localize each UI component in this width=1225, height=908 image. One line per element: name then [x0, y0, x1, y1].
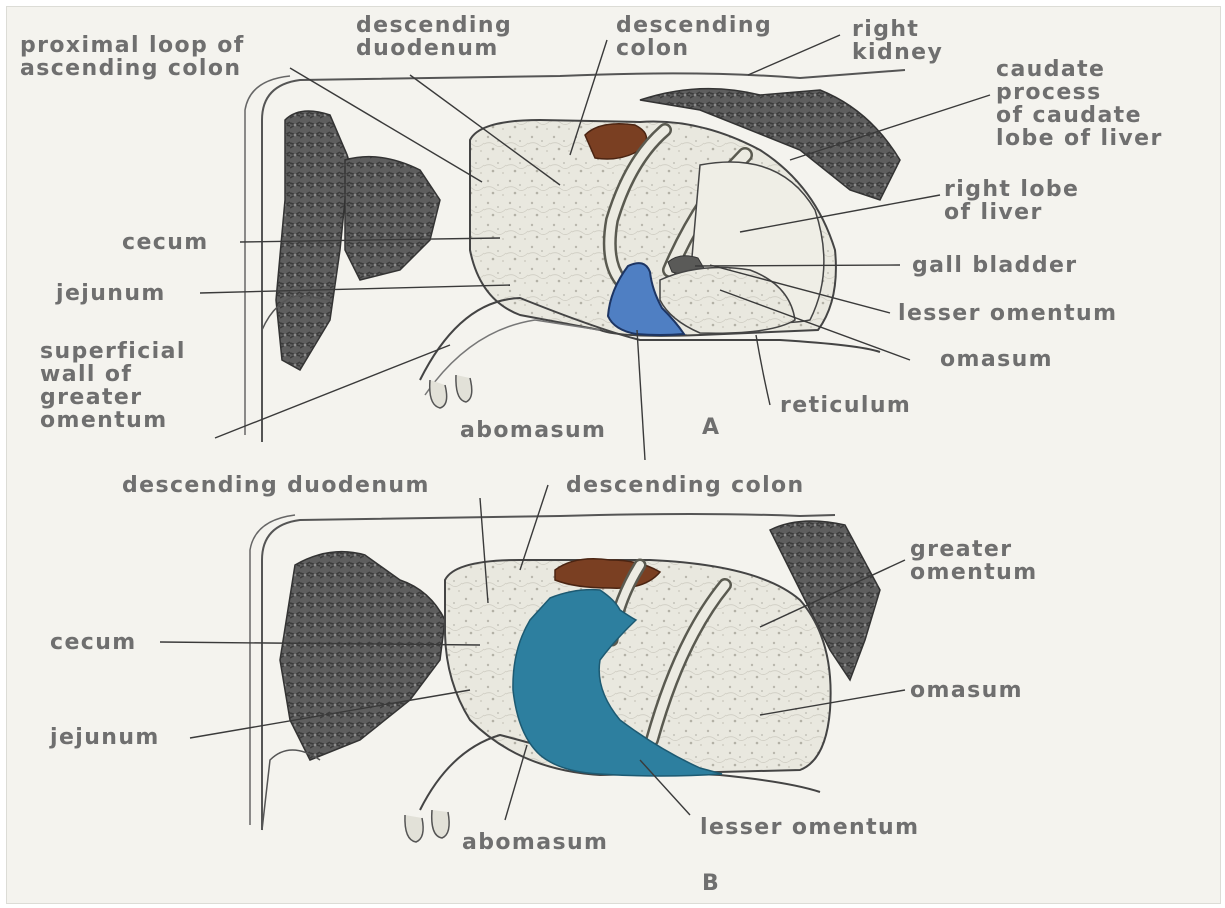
- label-gall-bladder: gall bladder: [912, 254, 1078, 277]
- leader-superficial-wall: [215, 345, 450, 438]
- label-jejunum-a: jejunum: [56, 282, 166, 305]
- label-omasum-a: omasum: [940, 348, 1053, 371]
- label-right-kidney: right kidney: [852, 18, 943, 64]
- muscle-left-b: [280, 552, 445, 760]
- leader-b-abomasum: [505, 745, 527, 820]
- label-descending-colon-a: descending colon: [616, 14, 772, 60]
- label-proximal-loop-ascending-colon: proximal loop of ascending colon: [20, 34, 245, 80]
- label-descending-colon-b: descending colon: [566, 474, 805, 497]
- label-superficial-wall-of-greater-omentum: superficial wall of greater omentum: [40, 340, 186, 432]
- label-omasum-b: omasum: [910, 679, 1023, 702]
- label-lesser-omentum-a: lesser omentum: [898, 302, 1117, 325]
- label-descending-duodenum-b: descending duodenum: [122, 474, 430, 497]
- label-jejunum-b: jejunum: [50, 726, 160, 749]
- label-abomasum-b: abomasum: [462, 831, 608, 854]
- label-cecum-a: cecum: [122, 231, 209, 254]
- label-right-lobe-of-liver: right lobe of liver: [944, 178, 1079, 224]
- label-abomasum-a: abomasum: [460, 419, 606, 442]
- label-descending-duodenum-a: descending duodenum: [356, 14, 512, 60]
- teats-b: [405, 810, 449, 842]
- panel-b-illustration: [250, 514, 880, 842]
- label-caudate-process: caudate process of caudate lobe of liver: [996, 58, 1163, 150]
- label-greater-omentum-b: greater omentum: [910, 538, 1038, 584]
- muscle-left2-a: [345, 157, 440, 280]
- panel-letter-b: B: [702, 872, 720, 895]
- leader-b-descending-colon: [520, 485, 548, 570]
- label-lesser-omentum-b: lesser omentum: [700, 816, 919, 839]
- label-reticulum: reticulum: [780, 394, 911, 417]
- leader-jejunum: [200, 285, 510, 293]
- leader-abomasum: [637, 330, 645, 460]
- label-cecum-b: cecum: [50, 631, 137, 654]
- panel-letter-a: A: [702, 416, 720, 439]
- leader-reticulum: [756, 335, 770, 405]
- leg-b: [262, 750, 320, 830]
